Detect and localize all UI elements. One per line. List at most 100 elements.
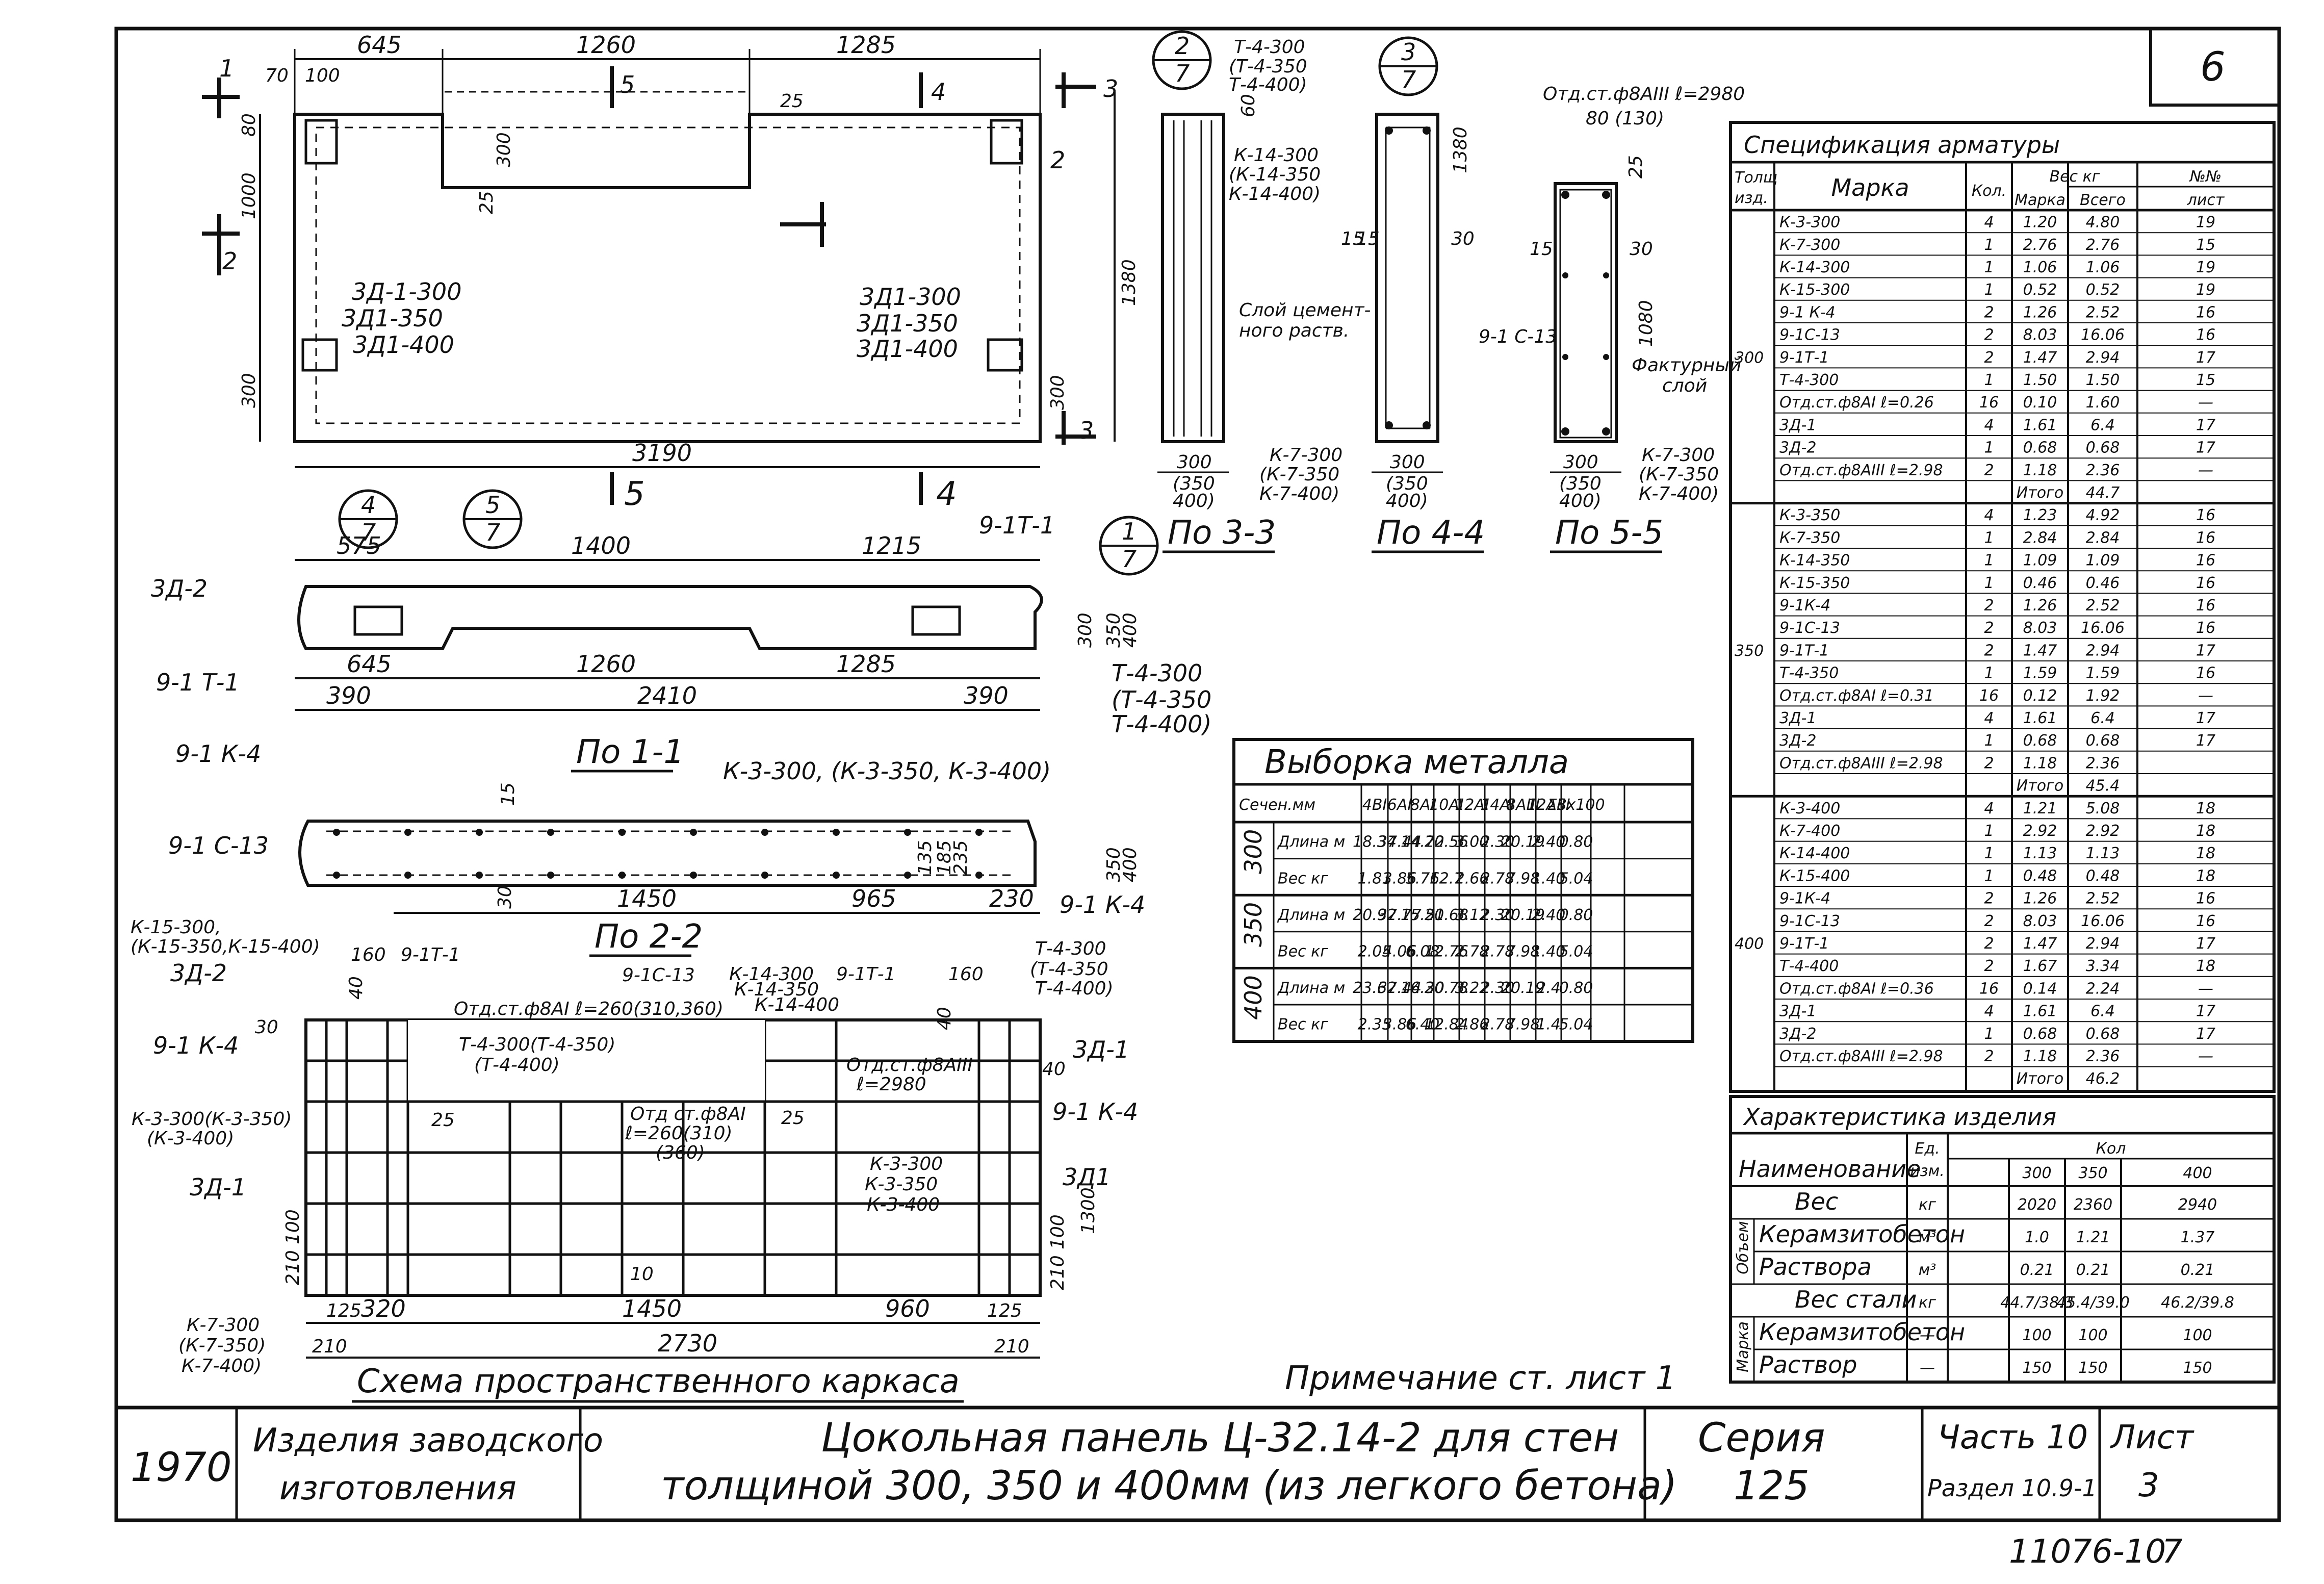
spec-mark: Т-4-400 xyxy=(1779,957,1839,975)
spec-w-unit: 1.26 xyxy=(2023,303,2057,321)
spec-sheet: 17 xyxy=(2196,349,2215,367)
char-table: Характеристика изделия НаименованиеЕд.из… xyxy=(1729,1095,2276,1384)
plan-1285: 1285 xyxy=(836,650,896,678)
caption-frame: Схема пространственного каркаса xyxy=(357,1363,960,1400)
spec-w-unit: 2.76 xyxy=(2023,236,2057,254)
svg-text:К-7-400): К-7-400) xyxy=(1639,483,1719,504)
char-h-col: 350 xyxy=(2078,1164,2107,1182)
svg-text:60: 60 xyxy=(1238,94,1259,117)
callout-4-7: 4 7 xyxy=(338,489,398,549)
svg-text:40: 40 xyxy=(346,976,367,1000)
spec-w-total: 2.24 xyxy=(2086,980,2120,998)
metal-row-label: Вес кг xyxy=(1278,870,1328,887)
char-row-value: 0.21 xyxy=(2020,1261,2054,1279)
metal-header: 4ВI xyxy=(1362,796,1387,814)
svg-text:40: 40 xyxy=(1042,1059,1066,1080)
svg-text:3Д-1: 3Д-1 xyxy=(1073,1036,1129,1063)
spec-sheet: 18 xyxy=(2196,822,2215,840)
metal-value: 18.34 xyxy=(1353,833,1397,851)
svg-text:(Т-4-350: (Т-4-350 xyxy=(1030,959,1108,980)
spec-mark: К-14-350 xyxy=(1779,552,1850,570)
metal-value: 6.08 xyxy=(1406,942,1440,960)
embed-right-1: 3Д1-300 xyxy=(860,283,961,311)
frame-scheme: По 2-2 К-15-300, (К-15-350,К-15-400) 3Д-… xyxy=(131,917,1138,1403)
metal-group: 350 xyxy=(1240,902,1267,947)
svg-text:Т-4-300: Т-4-300 xyxy=(1234,37,1305,58)
char-h-name: Наименование xyxy=(1739,1155,1921,1183)
spec-w-unit: 1.26 xyxy=(2023,597,2057,615)
metal-value: 2.78 xyxy=(1481,942,1515,960)
metal-value: 2.4 xyxy=(1536,979,1561,997)
dim-1260: 1260 xyxy=(576,31,636,59)
spec-w-unit: 1.13 xyxy=(2023,845,2057,862)
metal-value: 7.98 xyxy=(1506,942,1540,960)
char-row-name: Керамзитобетон xyxy=(1759,1220,1965,1248)
metal-value: 1.40 xyxy=(1532,942,1566,960)
metal-row-label: Вес кг xyxy=(1278,1016,1328,1034)
svg-text:9-1 К-4: 9-1 К-4 xyxy=(1052,1098,1138,1126)
svg-text:300: 300 xyxy=(1563,452,1598,473)
metal-value: 12.7 xyxy=(1430,870,1464,887)
spec-mark: 3Д-2 xyxy=(1779,439,1816,457)
spec-total-value: 44.7 xyxy=(2086,484,2120,502)
spec-qty: 4 xyxy=(1984,800,1994,817)
svg-text:(350: (350 xyxy=(1173,473,1215,494)
svg-text:3: 3 xyxy=(1401,38,1416,66)
spec-mark: К-15-400 xyxy=(1779,867,1850,885)
spec-qty: 2 xyxy=(1984,303,1994,321)
spec-sheet: 16 xyxy=(2196,529,2215,547)
char-row-value: 0.21 xyxy=(2181,1261,2215,1279)
svg-text:7: 7 xyxy=(361,519,376,546)
spec-sheet: — xyxy=(2198,462,2213,479)
spec-w-total: 1.06 xyxy=(2086,259,2120,276)
spec-mark: Отд.ст.ф8АIII ℓ=2.98 xyxy=(1779,1048,1943,1065)
svg-text:К-14-300: К-14-300 xyxy=(1234,145,1319,166)
svg-text:30: 30 xyxy=(1451,228,1475,249)
spec-qty: 1 xyxy=(1984,371,1994,389)
svg-text:К-7-400): К-7-400) xyxy=(182,1356,262,1376)
spec-qty: 2 xyxy=(1984,890,1994,908)
metal-value: 0.80 xyxy=(1559,979,1593,997)
spec-h-sheet: лист xyxy=(2187,191,2225,209)
spec-sheet: 16 xyxy=(2196,303,2215,321)
metal-title: Выборка металла xyxy=(1264,744,1569,781)
metal-value: 16.30 xyxy=(1401,979,1444,997)
embed-top-right xyxy=(990,119,1023,165)
tb-part: Часть 10 xyxy=(1938,1419,2088,1457)
callout-1-7: 1 7 xyxy=(1099,516,1159,576)
svg-text:100: 100 xyxy=(282,1209,303,1244)
char-row-unit: м³ xyxy=(1919,1261,1936,1279)
svg-text:(К-7-350): (К-7-350) xyxy=(178,1335,266,1356)
spec-w-unit: 1.50 xyxy=(2023,371,2057,389)
spec-qty: 1 xyxy=(1984,732,1994,750)
svg-text:Слой цемент-: Слой цемент- xyxy=(1239,300,1371,321)
metal-value: 5.04 xyxy=(1559,942,1593,960)
spec-mark: К-3-350 xyxy=(1779,506,1840,524)
spec-w-unit: 1.47 xyxy=(2023,642,2057,659)
svg-text:300: 300 xyxy=(1390,452,1425,473)
spec-sheet: 18 xyxy=(2196,957,2215,975)
metal-value: 20.19 xyxy=(1501,906,1545,924)
spec-h-wtotal: Всего xyxy=(2080,191,2126,209)
char-row-value: 2360 xyxy=(2074,1196,2112,1214)
spec-sheet: 17 xyxy=(2196,1003,2215,1020)
svg-text:(К-7-350: (К-7-350 xyxy=(1639,464,1719,485)
svg-text:К-7-300: К-7-300 xyxy=(187,1315,260,1336)
spec-w-total: 1.50 xyxy=(2086,371,2120,389)
mark-2-b: 2 xyxy=(1050,146,1065,174)
char-row-name: Вес xyxy=(1795,1188,1838,1215)
char-h-col: 400 xyxy=(2183,1164,2212,1182)
svg-text:25: 25 xyxy=(1625,155,1646,178)
metal-value: 20.92 xyxy=(1353,906,1397,924)
sheet-number: 6 xyxy=(2200,44,2226,90)
char-group-volume: Объем xyxy=(1734,1221,1752,1274)
svg-text:3Д-2: 3Д-2 xyxy=(170,959,227,987)
plan-9-1t-1-left: 9-1 Т-1 xyxy=(156,669,240,696)
metal-value: 23.62 xyxy=(1353,979,1397,997)
svg-text:15: 15 xyxy=(1356,228,1380,249)
plan-t4-400: Т-4-400) xyxy=(1112,710,1211,738)
embed-right-2: 3Д1-350 xyxy=(857,310,958,337)
metal-value: 14.72 xyxy=(1401,833,1444,851)
tb-year: 1970 xyxy=(131,1445,232,1491)
